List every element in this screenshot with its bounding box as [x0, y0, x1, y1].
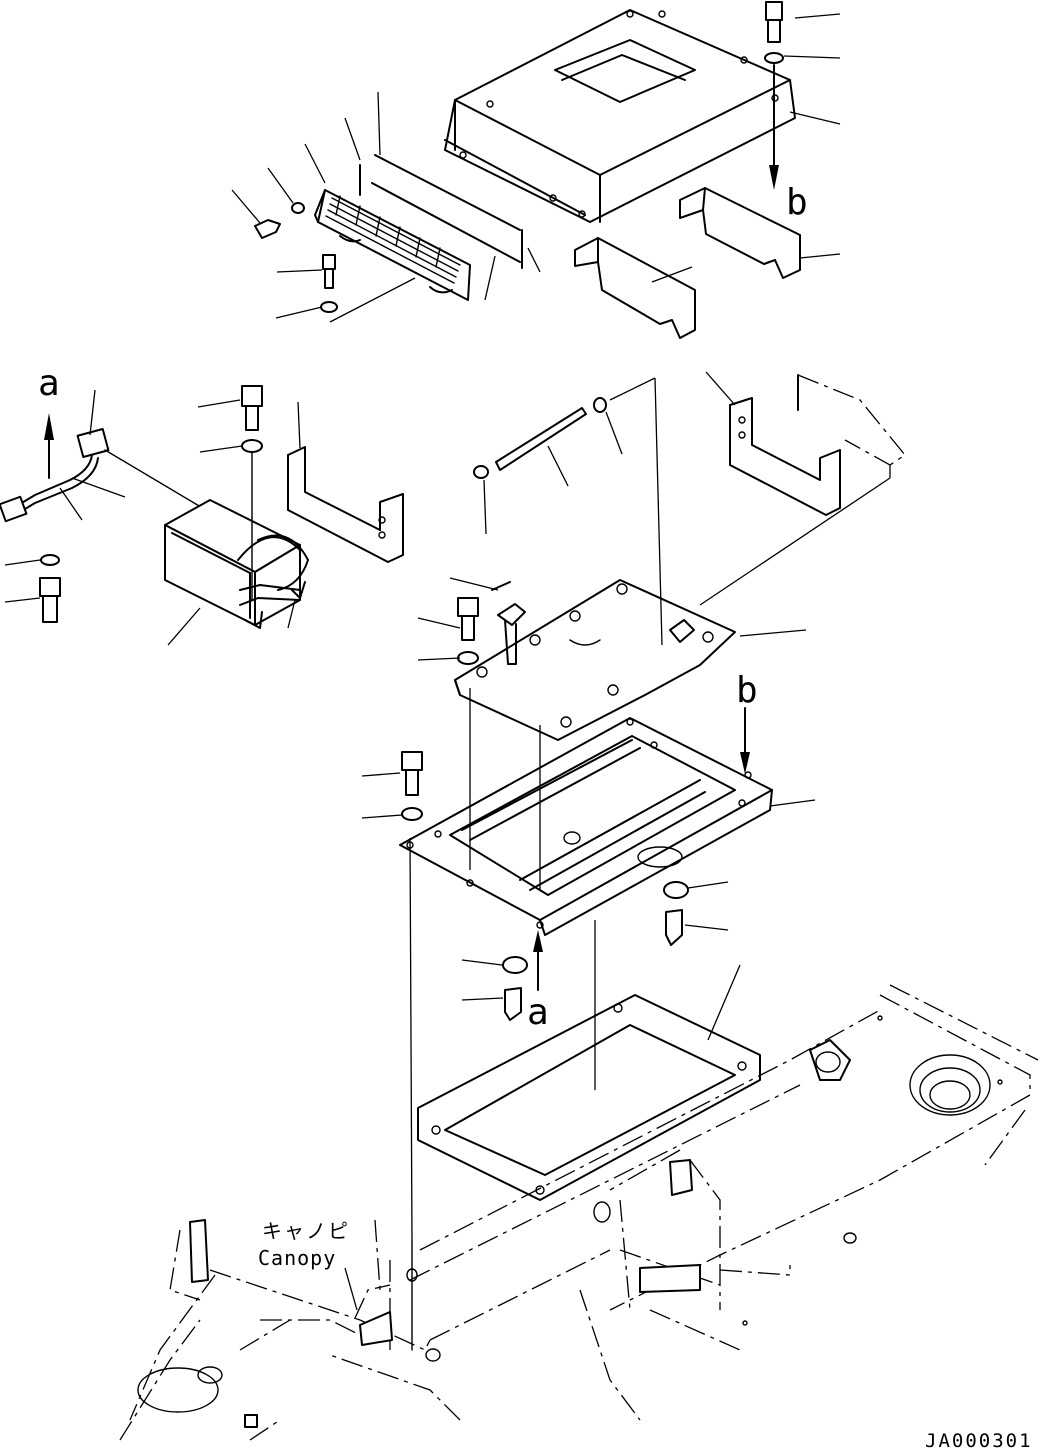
top-screws: [254, 1, 784, 313]
clamps-and-hoses: [502, 881, 689, 1021]
leader-lines-top: [231, 13, 841, 323]
u-bracket-right: [729, 397, 841, 516]
arrow-a-left: [44, 413, 54, 479]
rod-shaft: [473, 397, 607, 479]
canopy-label-japanese: キャノピ: [262, 1219, 350, 1243]
middle-bolts-right: [401, 597, 479, 821]
reference-label-a-left: a: [38, 363, 60, 404]
seal-strips: [359, 154, 523, 269]
arrow-b-middle: [740, 707, 750, 774]
reference-label-a-bottom: a: [527, 992, 549, 1033]
vent-grille-panel: [314, 189, 471, 301]
leader-lines-middle: [4, 371, 891, 1241]
wire-harness: [0, 428, 291, 561]
reference-label-b-middle: b: [736, 670, 758, 711]
handle-pads: [574, 187, 801, 339]
arrow-b-top: [769, 64, 779, 190]
chassis-frame: [119, 984, 1039, 1441]
reference-label-b-top: b: [786, 182, 808, 223]
u-bracket-left: [287, 446, 404, 563]
tray-frame: [399, 717, 773, 936]
canopy-label-english: Canopy: [258, 1246, 336, 1270]
middle-bolts-left: [39, 385, 263, 623]
arrow-a-bottom: [533, 930, 543, 991]
control-box: [164, 499, 309, 629]
drawing-code: JA000301: [925, 1430, 1033, 1452]
gasket: [417, 994, 761, 1201]
mounting-plate: [454, 579, 736, 741]
small-plate: [797, 374, 906, 466]
top-cover: [444, 9, 796, 223]
